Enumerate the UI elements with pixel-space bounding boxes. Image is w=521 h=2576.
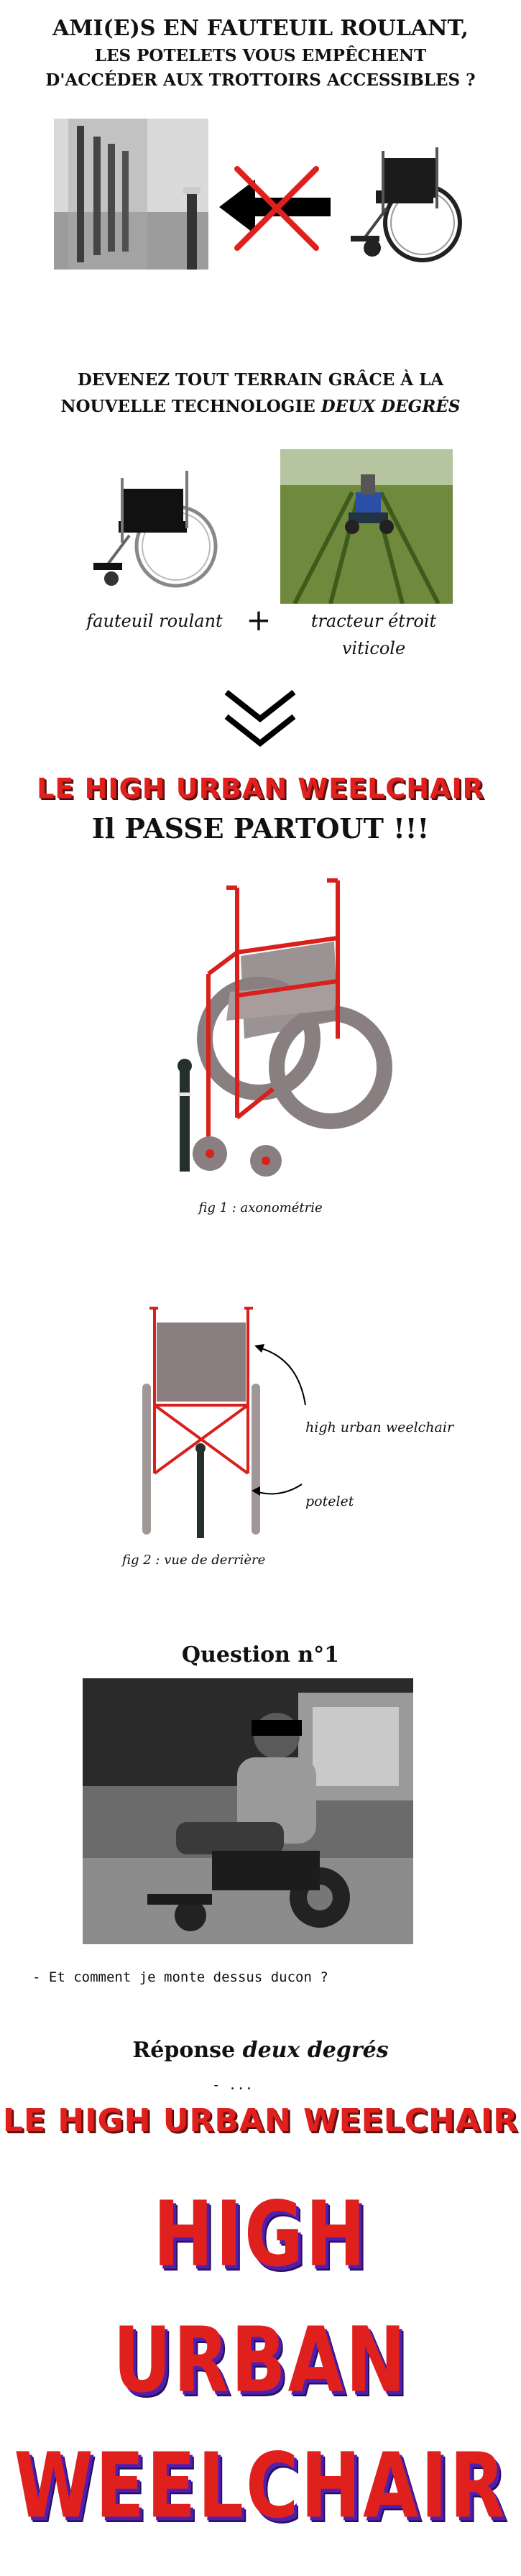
wheelchair-icon (351, 147, 462, 262)
intro-title-line1: AMI(E)S EN FAUTEUIL ROULANT, (52, 16, 469, 41)
tractor-photo (280, 449, 453, 604)
answer-word-urban: URBAN (113, 2307, 408, 2413)
fig2-label-post: potelet (305, 1494, 354, 1509)
combo-left-caption: fauteuil roulant (86, 611, 223, 631)
wheelchair-icon (93, 471, 218, 588)
combo-right-caption-1: tracteur étroit (310, 611, 437, 631)
wheelchair-photo-top (344, 129, 473, 266)
combo-right-caption-2: viticole (341, 638, 406, 658)
answer-banner: LE HIGH URBAN WEELCHAIR (2, 2102, 519, 2139)
chevron-down-icon (221, 686, 300, 751)
fig2-drawing (137, 1305, 266, 1542)
answer-title: Réponse deux degrés (0, 2038, 521, 2063)
tractor-icon (280, 449, 453, 604)
tech-title-emph: DEUX DEGRÉS (321, 397, 461, 416)
product-tagline: Il PASSE PARTOUT !!! (91, 812, 430, 845)
fig2-annotation-arrows (244, 1337, 338, 1524)
tech-title-line1: DEVENEZ TOUT TERRAIN GRÂCE À LA (77, 370, 444, 390)
combo-plus: + (246, 602, 272, 638)
fig1-drawing (122, 873, 424, 1182)
bollard-icon (195, 1443, 206, 1538)
answer-word-weelchair: WEELCHAIR (14, 2433, 507, 2539)
fig2-label-chair: high urban weelchair (305, 1420, 454, 1435)
answer-dots: - ... (212, 2077, 254, 2093)
fig2-caption: fig 2 : vue de derrière (122, 1552, 266, 1568)
intro-title-line2: LES POTELETS VOUS EMPÊCHENT (94, 46, 427, 65)
cross-icon (234, 166, 319, 251)
product-name: LE HIGH URBAN WEELCHAIR (37, 773, 484, 804)
arrow-cross (216, 162, 338, 255)
question-title: Question n°1 (181, 1642, 340, 1668)
bollard-icon (54, 119, 208, 270)
tech-title-line2: NOUVELLE TECHNOLOGIE DEUX DEGRÉS (0, 397, 521, 416)
answer-title-emph: deux degrés (242, 2038, 389, 2063)
bollard-icon (177, 1059, 192, 1172)
bollards-photo (54, 119, 208, 270)
answer-title-prefix: Réponse (132, 2038, 243, 2063)
tech-title-prefix: NOUVELLE TECHNOLOGIE (60, 397, 321, 416)
question-quote: - Et comment je monte dessus ducon ? (32, 1969, 328, 1985)
intro-title-line3: D'ACCÉDER AUX TROTTOIRS ACCESSIBLES ? (45, 70, 476, 90)
answer-word-high: HIGH (153, 2181, 368, 2287)
question-photo (83, 1678, 413, 1944)
wheelchair-photo-combo (79, 449, 234, 597)
fig1-caption: fig 1 : axonométrie (198, 1200, 323, 1215)
